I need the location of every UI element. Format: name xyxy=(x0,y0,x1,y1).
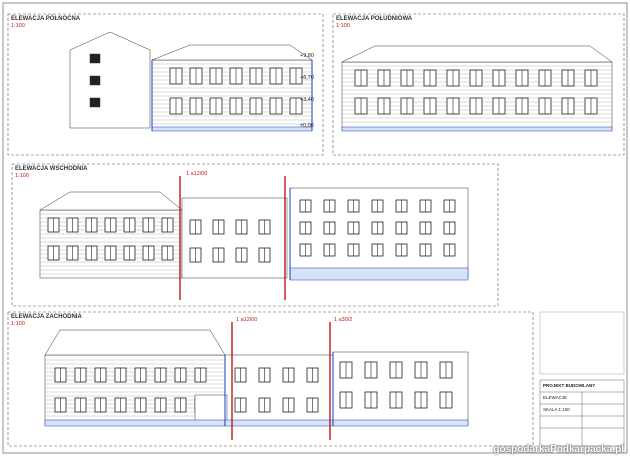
red-lines xyxy=(179,176,331,440)
panel-north-title: ELEWACJA PÓŁNOCNA xyxy=(11,16,81,22)
sheet-frame xyxy=(2,2,628,454)
red-mark-3: 1 a30/2 xyxy=(334,317,353,323)
level-mark-1: +9,80 xyxy=(300,53,314,59)
panel-east-frame xyxy=(11,163,499,307)
red-mark-2: 1 a12/00 xyxy=(236,317,258,323)
level-mark-3: +3,40 xyxy=(300,97,314,103)
blue-lines xyxy=(151,60,334,426)
panel-west-title: ELEWACJA ZACHODNIA xyxy=(11,314,82,320)
legend-box xyxy=(539,311,625,375)
red-mark-1: 1 a12/00 xyxy=(186,171,208,177)
west-elevation xyxy=(44,329,469,427)
level-mark-2: +6,70 xyxy=(300,75,314,81)
panel-north-frame xyxy=(7,13,324,156)
panel-south-frame xyxy=(332,13,625,156)
north-elevation xyxy=(69,31,313,132)
panel-south-title: ELEWACJA POŁUDNIOWA xyxy=(336,16,413,22)
panel-north-scale: 1:100 xyxy=(11,23,25,29)
level-mark-4: ±0,00 xyxy=(300,123,314,129)
south-elevation xyxy=(341,45,613,132)
watermark: gospodarkaPodkarpacka.pl xyxy=(493,444,624,455)
title-block xyxy=(539,379,625,447)
title-block-row-1: PROJEKT BUDOWLANY xyxy=(543,383,596,388)
east-elevation xyxy=(39,187,469,281)
panel-east-title: ELEWACJA WSCHODNIA xyxy=(15,166,88,172)
panel-west-scale: 1:100 xyxy=(11,321,25,327)
panel-south-scale: 1:100 xyxy=(336,23,350,29)
north-left-windows xyxy=(89,53,101,108)
title-block-row-2: ELEWACJE xyxy=(543,395,568,400)
title-block-row-3: SKALA 1:100 xyxy=(543,407,570,412)
panel-east-scale: 1:100 xyxy=(15,173,29,179)
panel-west-frame xyxy=(7,311,534,447)
